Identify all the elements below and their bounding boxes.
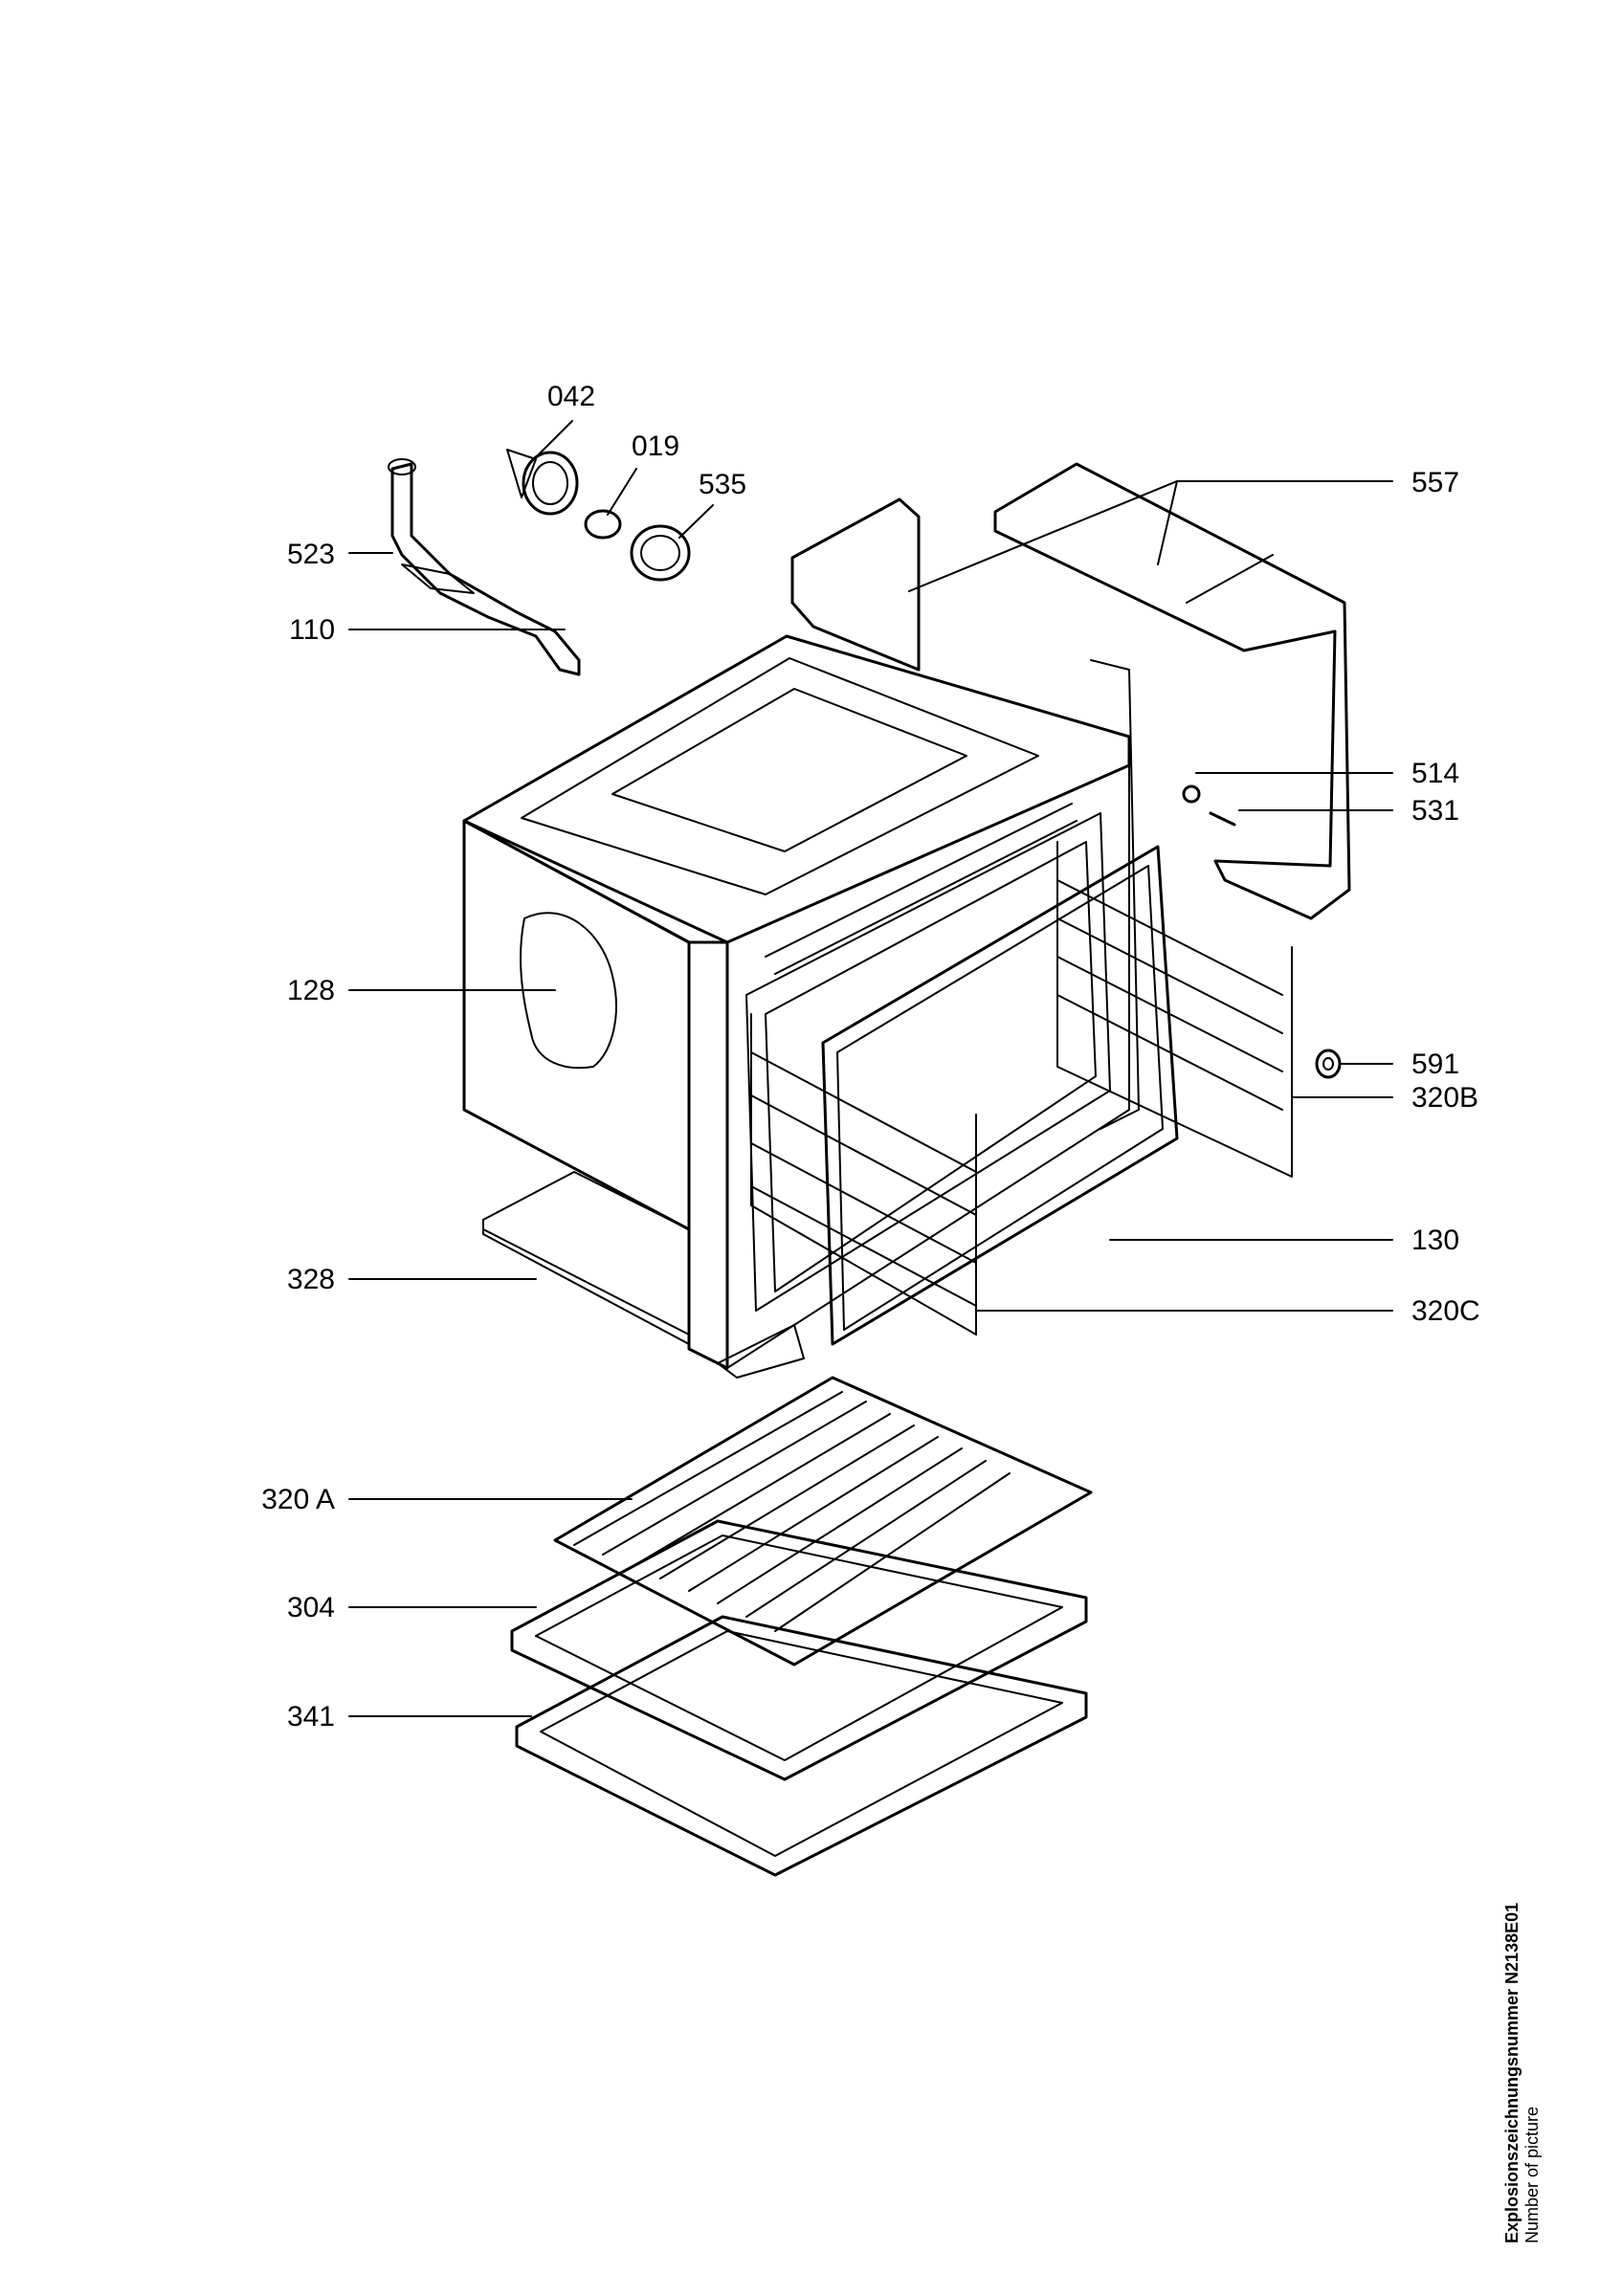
baking-tray xyxy=(510,1519,1088,1781)
picture-number-caption: Explosionszeichnungsnummer N2138E01 Numb… xyxy=(1502,1669,1543,2243)
callout-320B: 320B xyxy=(1411,1082,1479,1114)
enamel-pan xyxy=(515,1615,1088,1877)
caption-subtitle: Number of picture xyxy=(1522,2106,1542,2243)
caption-title: Explosionszeichnungsnummer N2138E01 xyxy=(1502,1902,1522,2243)
callout-320C: 320C xyxy=(1411,1295,1480,1327)
leader-lines xyxy=(348,420,1393,1717)
callout-042: 042 xyxy=(547,381,596,412)
callout-128: 128 xyxy=(286,975,335,1006)
lamp-assembly xyxy=(506,449,691,582)
callout-531: 531 xyxy=(1411,795,1460,827)
gasket-and-racks xyxy=(750,841,1293,1346)
hose-assembly xyxy=(388,458,581,676)
callout-320A: 320 A xyxy=(261,1484,335,1515)
callout-019: 019 xyxy=(632,430,680,462)
callout-130: 130 xyxy=(1411,1225,1460,1256)
callout-341: 341 xyxy=(286,1701,335,1733)
callout-523: 523 xyxy=(286,539,335,570)
oven-housing xyxy=(462,634,1140,1379)
insulation-pads xyxy=(790,462,1351,920)
callout-514: 514 xyxy=(1411,758,1460,789)
callout-535: 535 xyxy=(699,469,747,500)
callout-328: 328 xyxy=(286,1264,335,1295)
callout-557: 557 xyxy=(1411,467,1460,498)
wire-shelf xyxy=(553,1376,1093,1667)
callout-304: 304 xyxy=(286,1592,335,1623)
callout-591: 591 xyxy=(1411,1049,1460,1080)
callout-110: 110 xyxy=(289,614,335,646)
